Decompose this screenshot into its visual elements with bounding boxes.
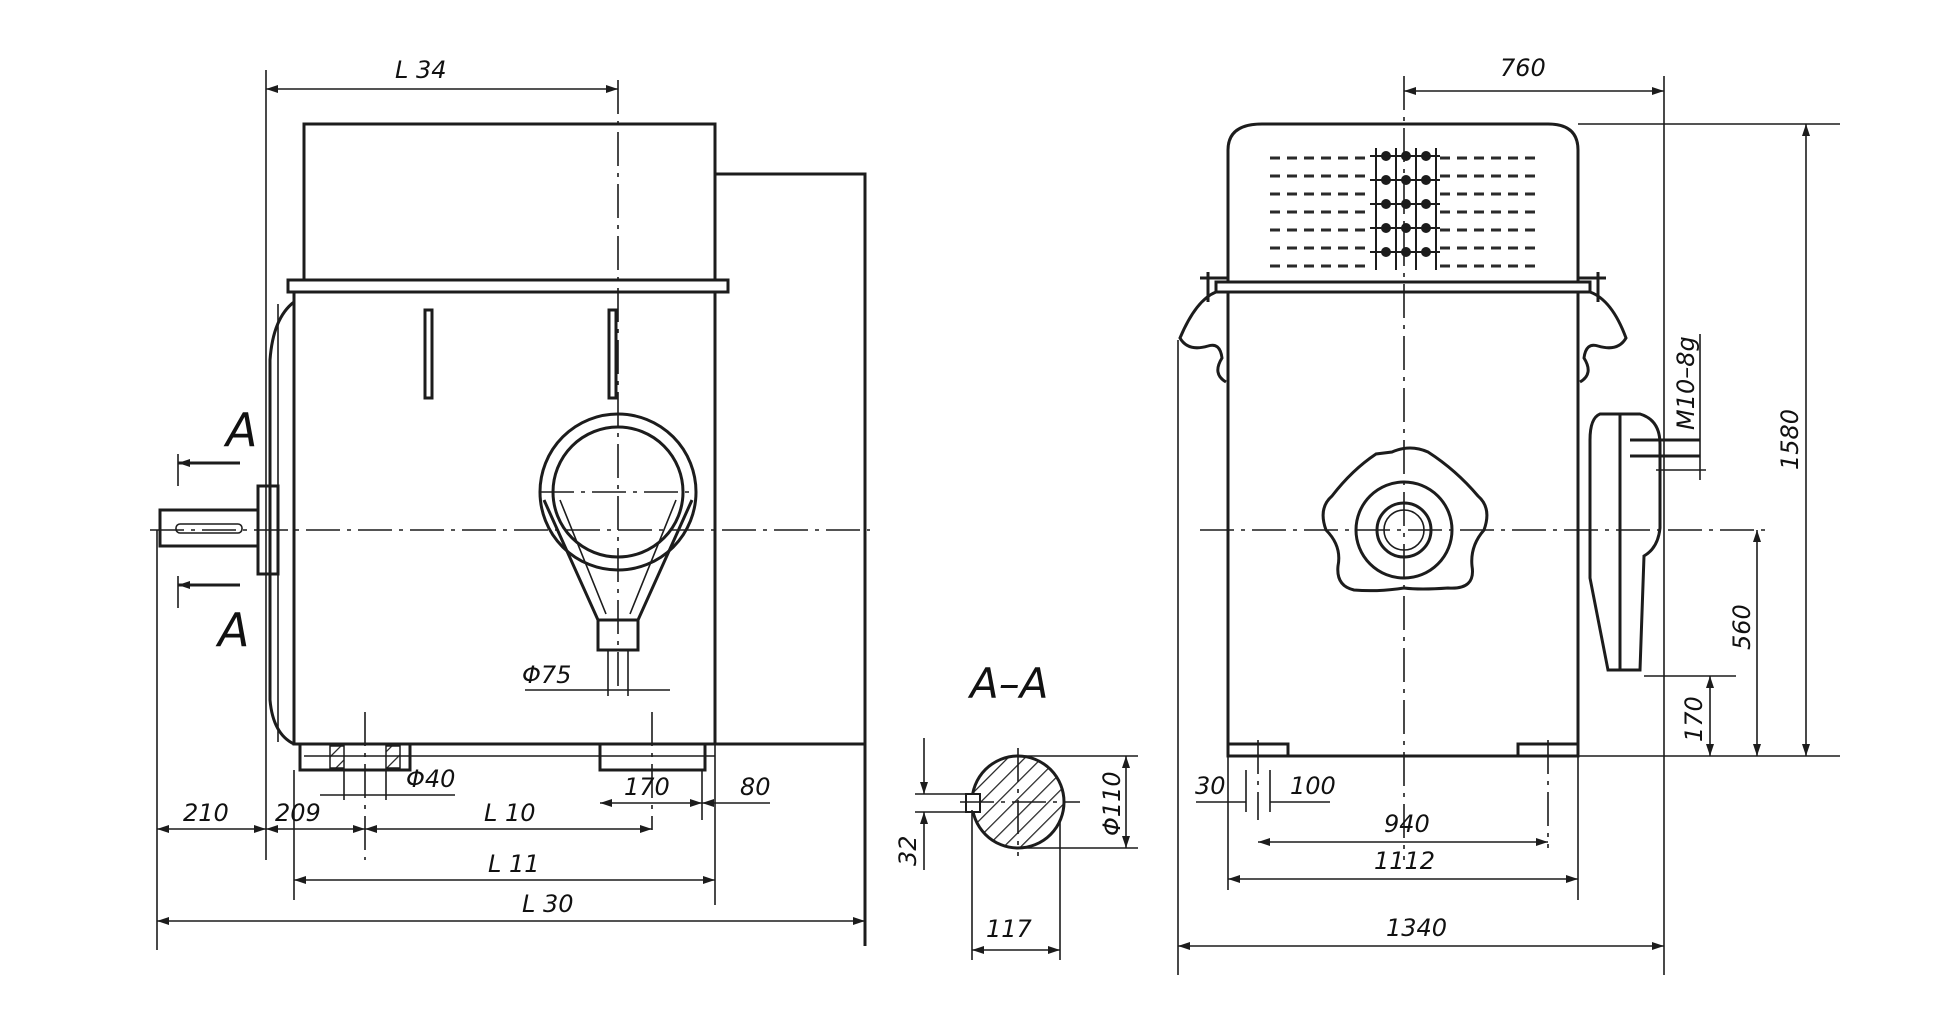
shaft <box>158 508 260 548</box>
motor-body <box>292 290 717 746</box>
end-body <box>1226 290 1580 758</box>
side-view: A A L 34 210 209 L 10 L 11 L 30 170 80 <box>150 56 870 950</box>
front-endshield <box>268 300 295 746</box>
rear-outline <box>715 172 867 946</box>
bolt-hole-right <box>385 745 401 769</box>
bolt-hole-left <box>329 745 345 769</box>
dim-170-end: 170 <box>1680 696 1708 742</box>
dim-760: 760 <box>1500 54 1546 82</box>
dim-l30: L 30 <box>522 890 574 918</box>
side-vent-1 <box>423 308 434 400</box>
dim-m10: M10–8g <box>1672 336 1700 430</box>
dim-209: 209 <box>275 799 321 827</box>
end-shield <box>1321 446 1489 593</box>
end-view: 760 1580 560 170 M10–8g 30 100 940 1112 … <box>1177 54 1840 975</box>
dim-80: 80 <box>740 773 771 801</box>
lifting-lug-left <box>1178 290 1227 384</box>
key-slot <box>965 793 981 813</box>
dim-32: 32 <box>894 835 922 866</box>
side-vent-2 <box>607 308 618 400</box>
end-top-cover <box>1226 122 1580 282</box>
shaft-key <box>175 523 243 534</box>
section-mark-bottom: A <box>215 603 249 657</box>
dim-210: 210 <box>183 799 229 827</box>
dim-170-side: 170 <box>624 773 670 801</box>
dim-30: 30 <box>1195 772 1226 800</box>
dim-1340: 1340 <box>1386 914 1447 942</box>
cover-flange <box>286 278 730 294</box>
dim-940: 940 <box>1384 810 1430 838</box>
dim-117: 117 <box>986 915 1033 943</box>
top-cover <box>302 122 717 282</box>
dim-phi75: Φ75 <box>522 661 571 689</box>
dim-560: 560 <box>1728 604 1756 650</box>
dim-l11: L 11 <box>488 850 540 878</box>
dim-l10: L 10 <box>484 799 536 827</box>
dim-100: 100 <box>1290 772 1336 800</box>
section-title: A–A <box>967 659 1048 708</box>
section-view: A–A Φ110 32 117 <box>894 659 1138 960</box>
side-terminal-box <box>1588 412 1662 672</box>
foot-front <box>298 742 412 772</box>
section-mark-top: A <box>223 403 257 457</box>
dim-1112: 1112 <box>1374 847 1435 875</box>
dim-l34: L 34 <box>395 56 447 84</box>
dim-phi40: Φ40 <box>406 765 455 793</box>
dim-1580: 1580 <box>1776 409 1804 470</box>
dim-phi110: Φ110 <box>1098 771 1126 836</box>
lifting-lug-right <box>1579 290 1628 384</box>
